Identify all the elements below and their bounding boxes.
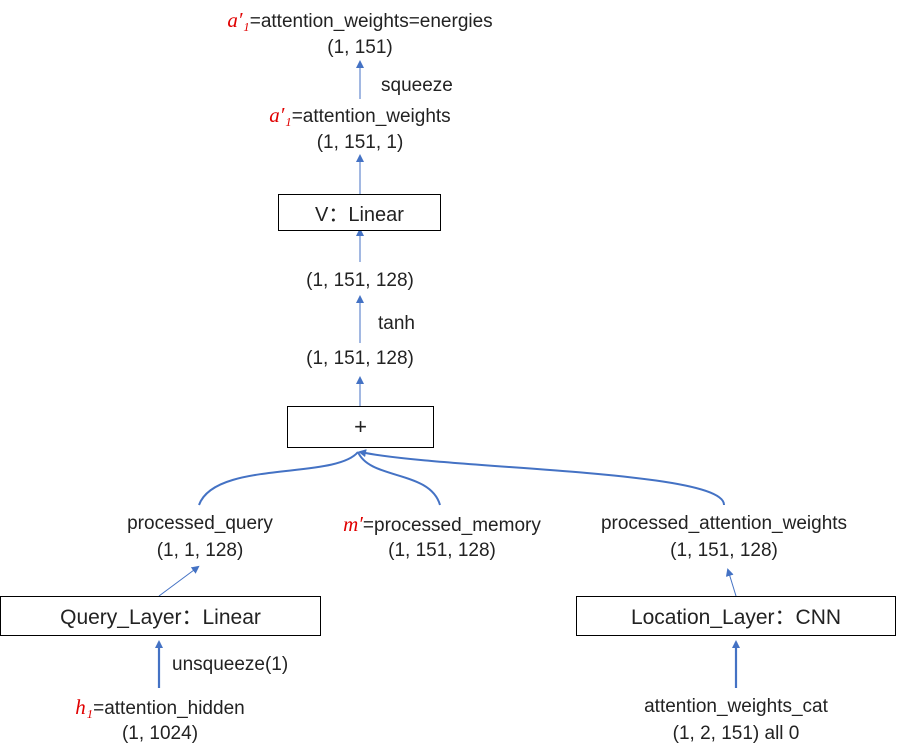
plus-box: + bbox=[287, 406, 434, 448]
output-symbol: a′₁ bbox=[227, 8, 250, 32]
attention-hidden-shape: (1, 1024) bbox=[121, 723, 199, 744]
processed-query-name: processed_query bbox=[127, 513, 273, 534]
pre-squeeze-line: =attention_weights bbox=[291, 106, 451, 127]
after-tanh-shape: (1, 151, 128) bbox=[306, 270, 414, 291]
output-label: a′₁=attention_weights=energies bbox=[180, 9, 540, 33]
processed-memory-label: m′=processed_memory bbox=[322, 513, 562, 537]
unsqueeze-op: unsqueeze(1) bbox=[172, 654, 289, 675]
location-layer-box: Location_Layer：CNN bbox=[576, 596, 896, 636]
attention-hidden-label: h₁=attention_hidden bbox=[40, 696, 280, 720]
output-line: =attention_weights=energies bbox=[249, 11, 493, 32]
before-tanh-shape: (1, 151, 128) bbox=[306, 348, 414, 369]
pre-squeeze-symbol: a′₁ bbox=[269, 103, 292, 127]
processed-weights-shape: (1, 151, 128) bbox=[670, 540, 778, 561]
processed-memory-symbol: m′ bbox=[343, 512, 363, 536]
arrow-location-layer-to-processed-weights bbox=[725, 568, 737, 597]
curve-memory-to-plus bbox=[357, 451, 441, 506]
weights-cat-name: attention_weights_cat bbox=[644, 696, 828, 717]
arrow-query-layer-to-processed-query bbox=[158, 565, 200, 597]
attention-hidden-symbol: h₁ bbox=[75, 695, 94, 719]
curve-query-to-plus bbox=[198, 451, 359, 506]
tanh-op: tanh bbox=[378, 313, 415, 334]
query-layer-box: Query_Layer：Linear bbox=[0, 596, 321, 636]
processed-weights-name: processed_attention_weights bbox=[600, 513, 848, 534]
curve-weights-to-plus bbox=[358, 449, 726, 506]
processed-memory-shape: (1, 151, 128) bbox=[388, 540, 496, 561]
squeeze-op: squeeze bbox=[381, 75, 453, 96]
pre-squeeze-shape: (1, 151, 1) bbox=[316, 132, 404, 153]
processed-memory-name: =processed_memory bbox=[362, 515, 541, 536]
processed-query-shape: (1, 1, 128) bbox=[156, 540, 244, 561]
v-linear-box: V：Linear bbox=[278, 194, 441, 231]
output-shape: (1, 151) bbox=[327, 37, 393, 58]
attention-hidden-name: =attention_hidden bbox=[93, 698, 245, 719]
pre-squeeze-label: a′₁=attention_weights bbox=[220, 104, 500, 128]
weights-cat-shape: (1, 2, 151) all 0 bbox=[672, 723, 800, 744]
